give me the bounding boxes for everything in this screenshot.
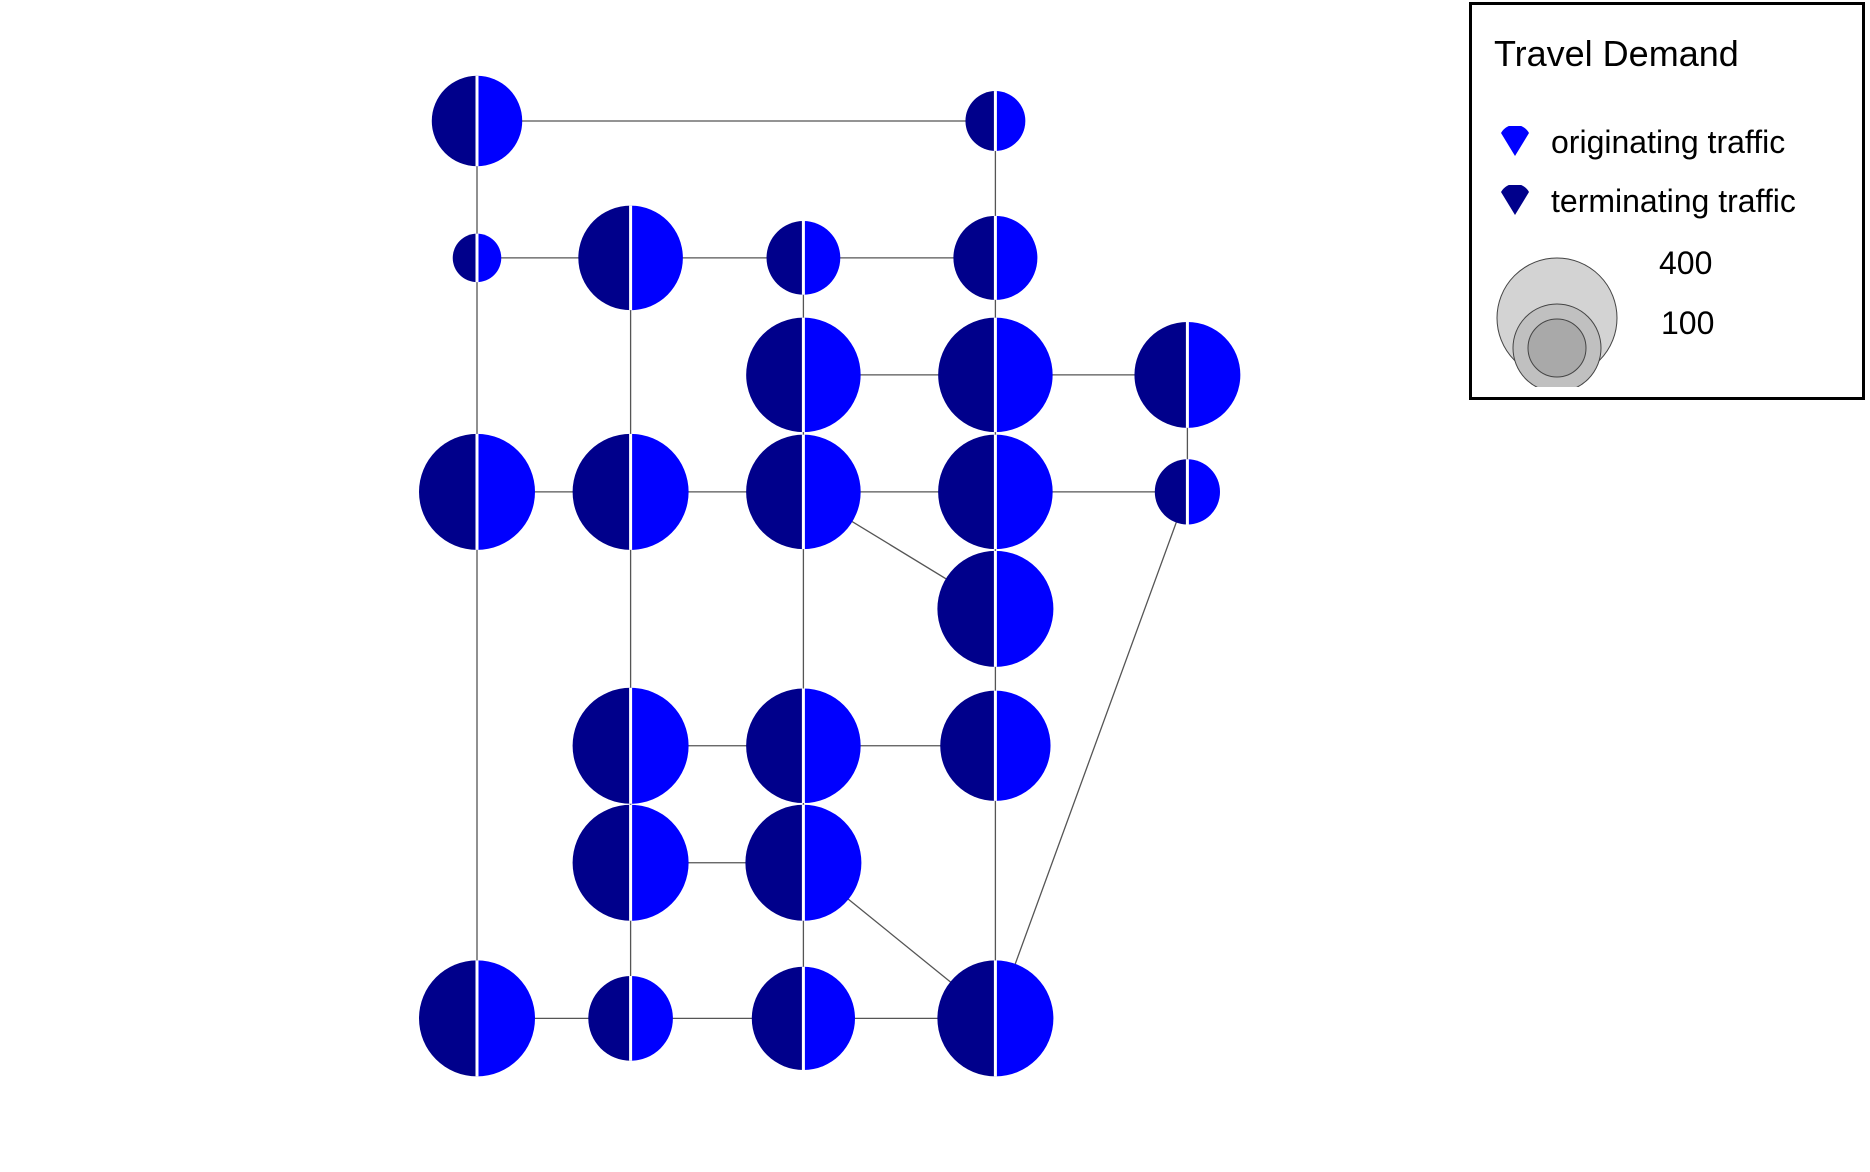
node-n24 [937,960,1054,1077]
node-n4 [578,205,683,311]
node-n20 [745,804,862,921]
originating-half [995,550,1054,667]
legend-item-originating: originating traffic [1499,120,1785,164]
node-n22 [588,976,673,1061]
terminating-half [751,966,804,1070]
terminating-wedge-icon [1501,185,1529,215]
originating-half [1187,459,1221,525]
terminating-half [1134,321,1188,428]
node-n15 [937,550,1054,667]
terminating-half [746,317,804,433]
node-n17 [746,688,861,804]
originating-half [630,205,683,311]
terminating-half [746,688,804,804]
legend-label-originating: originating traffic [1551,123,1786,160]
originating-half [630,433,689,550]
originating-half [477,75,523,167]
legend-item-terminating: terminating traffic [1499,179,1796,223]
terminating-half [588,976,631,1061]
originating-half [630,976,673,1061]
originating-half [803,317,861,433]
node-n1 [431,75,523,167]
originating-half [995,434,1053,550]
originating-half [803,221,841,295]
terminating-half [965,91,996,151]
terminating-half [419,433,477,550]
terminating-half [745,804,804,921]
nodes-layer [419,75,1241,1077]
terminating-half [746,434,804,550]
originating-half [803,804,862,921]
node-n8 [938,317,1053,433]
originating-half [995,91,1026,151]
terminating-half [953,215,996,300]
node-n6 [953,215,1038,300]
legend-title: Travel Demand [1494,33,1739,74]
originating-half [1187,321,1241,428]
terminating-half [419,960,477,1077]
legend-panel: Travel Demand originating traffic termin… [1469,2,1865,400]
node-n2 [965,91,1026,151]
originating-half [477,960,535,1077]
node-n13 [938,434,1053,550]
node-n19 [572,804,689,921]
terminating-half [431,75,477,167]
terminating-half [937,550,996,667]
size-label-400: 400 [1659,245,1713,281]
node-n7 [746,317,861,433]
size-label-100: 100 [1661,305,1715,341]
node-n18 [940,690,1051,801]
originating-wedge-icon [1501,126,1529,156]
originating-half [803,434,861,550]
originating-half [995,960,1054,1077]
terminating-half [572,433,631,550]
terminating-half [938,434,996,550]
terminating-half [940,690,996,801]
node-n14 [1154,459,1221,525]
originating-half [630,804,689,921]
originating-half [630,687,689,804]
originating-half [995,317,1053,433]
node-n11 [572,433,689,550]
terminating-half [766,221,804,295]
terminating-half [937,960,996,1077]
originating-half [477,233,502,283]
node-n5 [766,221,841,295]
originating-half [477,433,535,550]
originating-half [995,215,1038,300]
terminating-half [572,687,631,804]
node-n12 [746,434,861,550]
originating-half [995,690,1051,801]
node-n3 [452,233,502,283]
node-n10 [419,433,535,550]
terminating-half [1154,459,1188,525]
size-key-icon [1496,257,1618,387]
network-link [994,491,1189,1019]
originating-half [803,688,861,804]
node-n23 [751,966,856,1070]
node-n21 [419,960,535,1077]
node-n9 [1134,321,1241,428]
terminating-half [938,317,996,433]
node-n16 [572,687,689,804]
legend-label-terminating: terminating traffic [1551,182,1796,219]
terminating-half [578,205,631,311]
terminating-half [452,233,477,283]
terminating-half [572,804,631,921]
originating-half [803,966,856,1070]
